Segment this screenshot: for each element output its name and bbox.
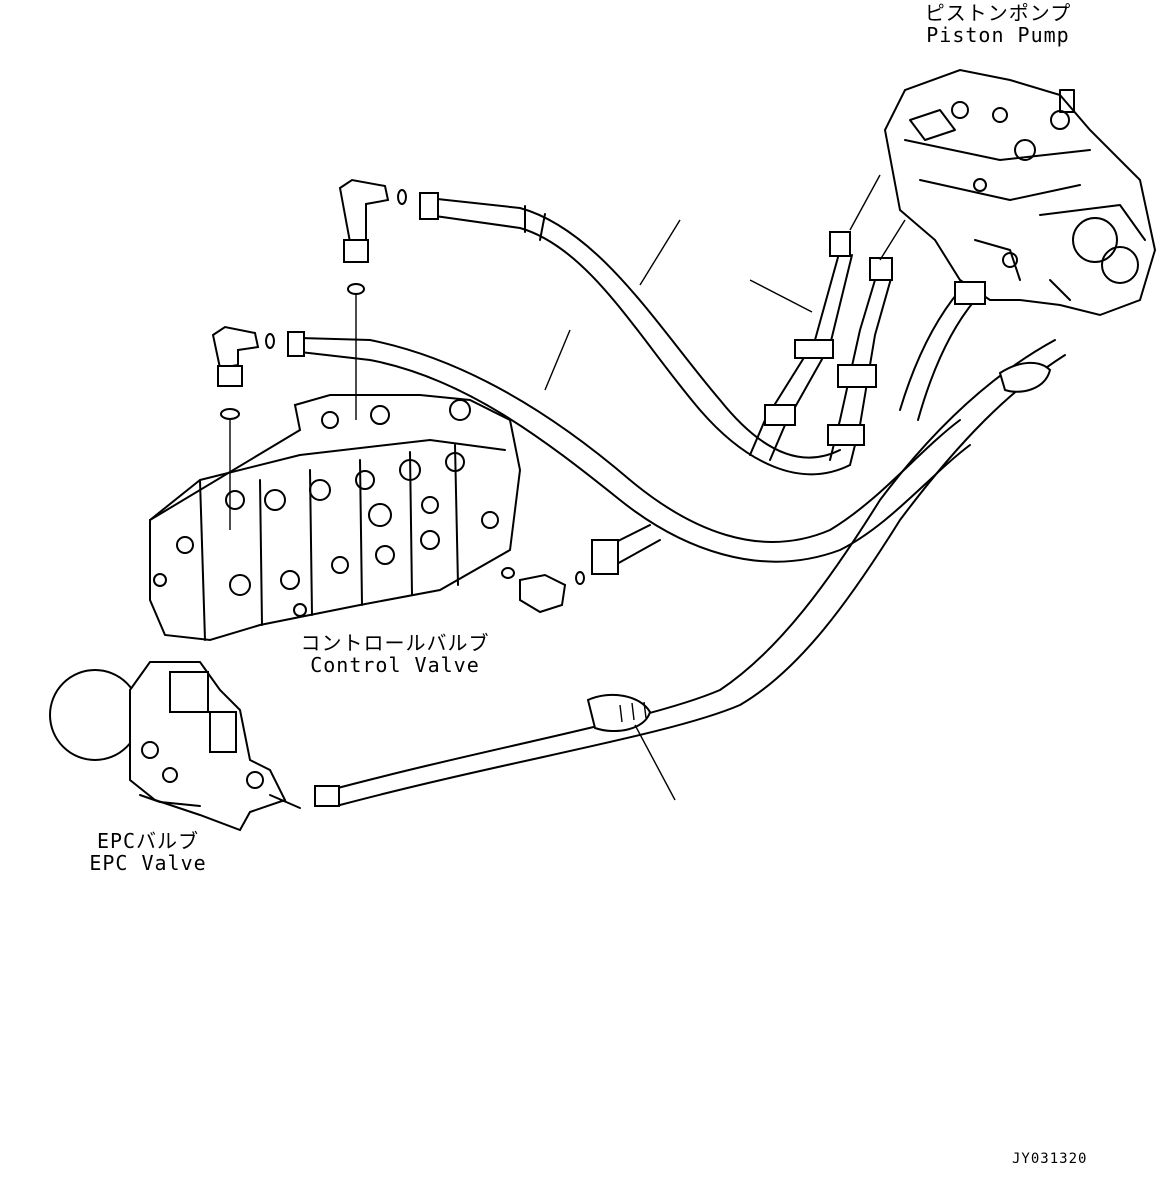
elbow-fitting-upper: [338, 178, 407, 263]
hose-6: [899, 281, 986, 421]
leader-hose-4: [749, 279, 813, 313]
hose-5: [827, 257, 893, 466]
piston-pump-label-en: Piston Pump: [926, 23, 1070, 47]
hose-1: [419, 192, 851, 476]
piston-pump-label-jp: ピストンポンプ: [924, 1, 1072, 25]
epc-valve-label-jp: EPCバルブ: [96, 829, 200, 853]
leader-pump-2: [879, 219, 906, 261]
hose-3: [329, 339, 1066, 806]
hose-stub-lower: [591, 524, 661, 575]
hose-2: [287, 331, 971, 563]
elbow-fitting-middle: [211, 325, 275, 387]
control-valve: [149, 394, 522, 642]
leader-hose-3: [634, 724, 676, 801]
control-valve-label-en: Control Valve: [310, 653, 480, 677]
epc-valve-label-en: EPC Valve: [89, 851, 207, 875]
piston-pump: [883, 68, 1157, 317]
control-valve-label: コントロールバルブ Control Valve: [300, 632, 490, 676]
piston-pump-label: ピストンポンプ Piston Pump: [918, 2, 1078, 46]
control-valve-label-jp: コントロールバルブ: [300, 631, 490, 655]
epc-valve: [49, 661, 340, 832]
drawing-id: JY031320: [1012, 1151, 1088, 1167]
o-ring-lower: [220, 408, 240, 420]
leader-pump-1: [849, 174, 881, 231]
epc-valve-label: EPCバルブ EPC Valve: [78, 830, 218, 874]
o-ring-upper: [347, 283, 365, 295]
leader-hose-2: [544, 329, 571, 391]
hose-4: [749, 231, 853, 461]
leader-hose-1: [639, 219, 681, 286]
elbow-fitting-lower: [501, 567, 585, 614]
